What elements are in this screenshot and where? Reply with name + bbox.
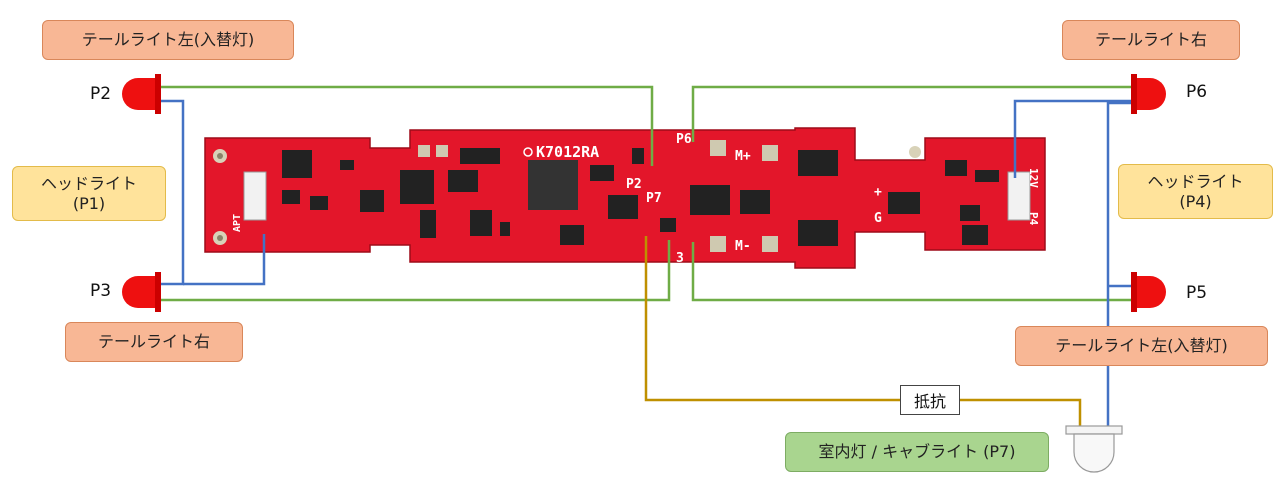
wire-common-right <box>1106 101 1135 426</box>
led-p2 <box>122 74 161 114</box>
blue-wires <box>160 99 1135 426</box>
wire-p2 <box>160 85 654 166</box>
silk-12v: 12V <box>1027 168 1040 188</box>
board-model-text: K7012RA <box>536 143 599 161</box>
silk-apt: APT <box>232 214 243 232</box>
silk-p4: P4 <box>1027 212 1040 226</box>
pin-label-p5: P5 <box>1186 283 1208 303</box>
wire-p3 <box>160 240 671 302</box>
silk-3: 3 <box>676 251 684 266</box>
wire-p7 <box>644 236 1082 426</box>
label-headlight-p4: ヘッドライト (P4) <box>1118 164 1273 219</box>
led-interior <box>1065 425 1123 473</box>
wire-common-left <box>160 99 185 286</box>
wire-p6 <box>691 85 1135 142</box>
led-p3 <box>122 272 161 312</box>
label-taillight-right-top: テールライト右 <box>1062 20 1240 60</box>
silk-p7: P7 <box>646 191 662 206</box>
decoder-board: K7012RA P6 M+ P2 P7 M- 3 12V P4 APT G + <box>204 127 1046 269</box>
silk-m-plus: M+ <box>735 149 751 164</box>
silk-p6: P6 <box>676 132 692 147</box>
silk-plus: + <box>874 185 882 200</box>
label-taillight-left-bottom: テールライト左(入替灯) <box>1015 326 1268 366</box>
label-taillight-left-top: テールライト左(入替灯) <box>42 20 294 60</box>
led-p6 <box>1131 74 1166 114</box>
label-headlight-p1: ヘッドライト (P1) <box>12 166 166 221</box>
silk-g: G <box>874 211 882 226</box>
label-interior-light: 室内灯 / キャブライト (P7) <box>785 432 1049 472</box>
led-p5 <box>1131 272 1166 312</box>
silk-p2: P2 <box>626 177 642 192</box>
pin-label-p6: P6 <box>1186 82 1208 102</box>
pin-label-p2: P2 <box>90 84 112 104</box>
green-wires <box>160 85 1135 302</box>
silk-m-minus: M- <box>735 239 751 254</box>
wire-left-connector <box>183 234 266 286</box>
resistor-label: 抵抗 <box>900 385 960 415</box>
wire-p5 <box>691 242 1135 302</box>
label-taillight-right-bottom: テールライト右 <box>65 322 243 362</box>
wire-right-connector <box>1013 99 1135 178</box>
pin-label-p3: P3 <box>90 281 112 301</box>
